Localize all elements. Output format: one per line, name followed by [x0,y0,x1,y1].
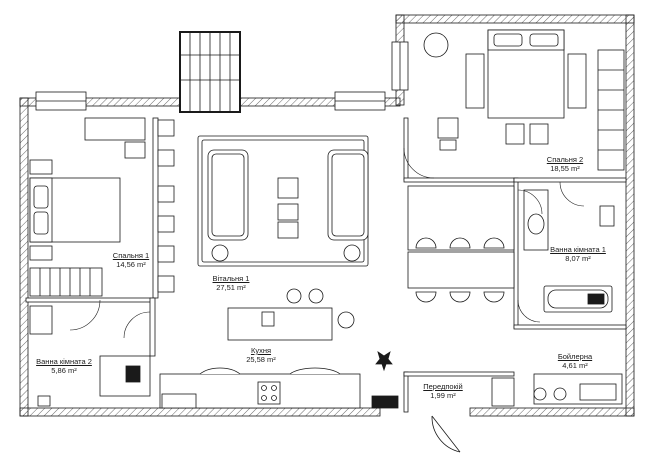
room-label-boiler: Бойлерна 4,61 m² [540,352,610,370]
room-area-bedroom2: 18,55 m² [550,164,580,173]
room-label-kitchen: Кухня 25,58 m² [226,346,296,364]
room-label-bathroom2: Ванна кімната 2 5,86 m² [22,357,106,375]
room-area-kitchen: 25,58 m² [246,355,276,364]
room-label-living: Вітальня 1 27,51 m² [196,274,266,292]
room-area-living: 27,51 m² [216,283,246,292]
room-name-boiler: Бойлерна [557,352,593,361]
balcony [179,31,241,113]
room-label-bedroom1: Спальня 1 14,56 m² [96,251,166,269]
door-swings [69,147,585,339]
room-label-hallway: Передпокій 1,99 m² [408,382,478,400]
room-name-bedroom1: Спальня 1 [112,251,150,260]
interior-walls [25,117,627,413]
wardrobe-1 [29,267,103,297]
kitchen-island [227,307,333,341]
bathroom1-fixtures [523,189,615,313]
room-name-hallway: Передпокій [423,382,463,391]
room-name-bathroom1: Ванна кімната 1 [550,245,606,254]
room-name-bathroom2: Ванна кімната 2 [36,357,92,366]
room-area-bathroom1: 8,07 m² [565,254,591,263]
bedroom2-furniture [423,29,625,171]
dining-area [227,185,515,341]
room-area-bathroom2: 5,86 m² [51,366,77,375]
dining-table [407,251,515,289]
room-name-kitchen: Кухня [250,346,272,355]
room-name-living: Вітальня 1 [212,274,250,283]
room-name-bedroom2: Спальня 2 [546,155,584,164]
kitchen-counter [159,367,361,409]
room-label-bedroom2: Спальня 2 18,55 m² [530,155,600,173]
room-label-bathroom1: Ванна кімната 1 8,07 m² [536,245,620,263]
boiler-fixtures [533,373,623,405]
windows [35,41,409,111]
living-furniture [157,119,369,293]
room-area-hallway: 1,99 m² [430,391,456,400]
room-area-bedroom1: 14,56 m² [116,260,146,269]
room-area-boiler: 4,61 m² [562,361,588,370]
bathroom2-fixtures [29,305,151,407]
bedroom1-furniture [29,117,146,297]
hallway-details [371,351,515,453]
